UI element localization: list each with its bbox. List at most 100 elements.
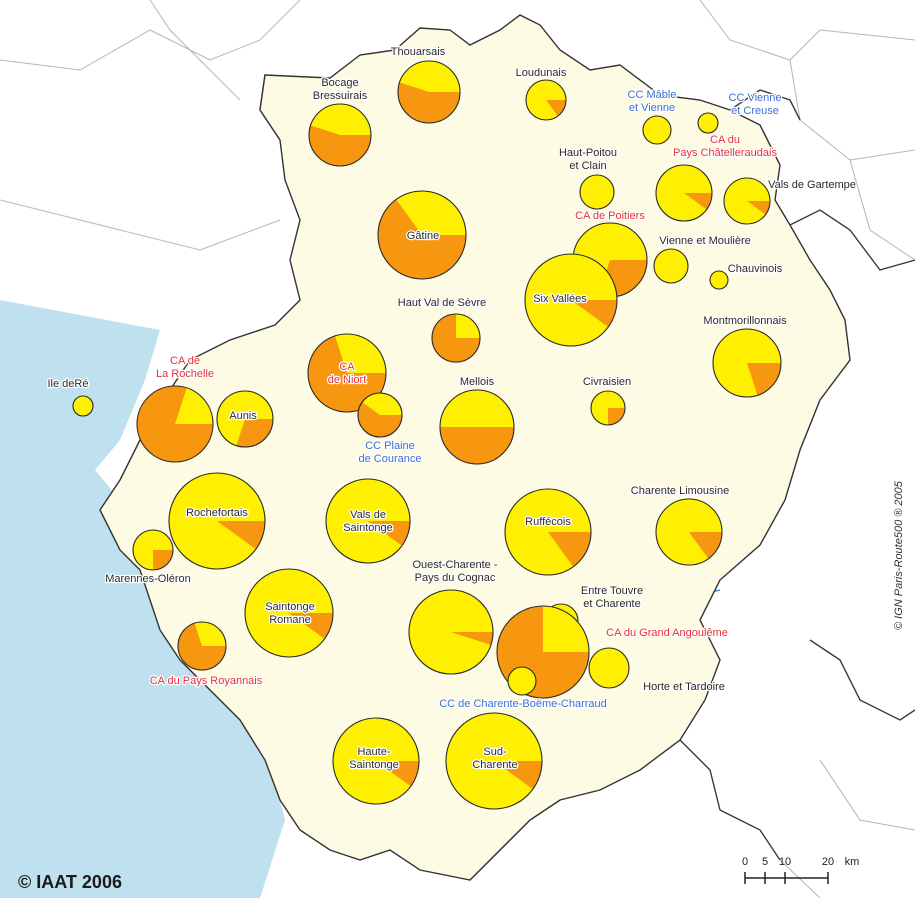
label-line: et Clain: [569, 160, 606, 172]
label-six-vallees: Six Vallées: [533, 293, 587, 305]
pie-cc-plaine-de-courance: [357, 392, 403, 438]
pie-outline: [439, 389, 515, 465]
pie-part-slice: [376, 761, 419, 787]
label-line: Haut Val de Sèvre: [398, 297, 486, 309]
pie-outline: [307, 333, 387, 413]
label-line: Vals de: [350, 509, 386, 521]
label-line: CA du Pays Royannais: [150, 675, 263, 687]
label-line: Sud-: [483, 746, 507, 758]
pie-layer: [72, 60, 782, 810]
label-loudunais: Loudunais: [516, 67, 567, 79]
pie-part-slice: [684, 193, 712, 210]
pie-ca-de-niort: [307, 333, 387, 413]
pie-ile-de-re: [72, 395, 94, 417]
pie-haute-saintonge: [332, 717, 420, 805]
pie-outline: [216, 390, 274, 448]
label-line: Gâtine: [407, 230, 439, 242]
label-line: CC Mâble: [628, 89, 677, 101]
label-line: Saintonge: [343, 522, 393, 534]
pie-main-slice: [589, 648, 629, 688]
pie-vals-de-saintonge: [325, 478, 411, 564]
pie-horte-et-tardoire: [588, 647, 630, 689]
pie-outline: [504, 488, 592, 576]
scale-tick-label: 20: [822, 856, 834, 868]
label-thouarsais: Thouarsais: [391, 46, 446, 58]
pie-part-slice: [747, 201, 770, 215]
label-line: Charente Limousine: [631, 485, 729, 497]
label-ca-grand-angouleme: CA du Grand Angoulême: [606, 627, 728, 639]
pie-cc-charente-boeme-charraud: [507, 666, 537, 696]
label-line: Ile deRé: [48, 378, 89, 390]
label-line: Six Vallées: [533, 293, 587, 305]
label-line: Romane: [269, 614, 311, 626]
pie-charente-limousine: [655, 498, 723, 566]
pie-main-slice: [698, 113, 718, 133]
label-line: CA du Grand Angoulême: [606, 627, 728, 639]
pie-ruffecois: [504, 488, 592, 576]
pie-marennes-oleron: [132, 529, 174, 571]
label-line: Civraisien: [583, 376, 631, 388]
pie-part-slice: [309, 125, 371, 167]
pie-outline: [579, 174, 615, 210]
pie-bocage-bressuirais: [308, 103, 372, 167]
pie-part-slice: [307, 335, 386, 413]
label-rochefortais: Rochefortais: [186, 507, 248, 519]
label-ile-de-re: Ile deRé: [48, 378, 89, 390]
pie-sud-charente: [445, 712, 543, 810]
credit-text: © IAAT 2006: [18, 872, 122, 892]
label-line: Ruffécois: [525, 516, 571, 528]
label-chauvinois: Chauvinois: [728, 263, 783, 275]
label-line: CC de Charente-Boëme-Charraud: [439, 698, 607, 710]
label-line: Saintonge: [349, 759, 399, 771]
label-line: Loudunais: [516, 67, 567, 79]
label-line: Haut-Poitou: [559, 147, 617, 159]
pie-part-slice: [608, 408, 625, 425]
label-line: Thouarsais: [391, 46, 446, 58]
pie-outline: [588, 647, 630, 689]
label-haute-saintonge: Haute-Saintonge: [349, 746, 399, 771]
pie-main-slice: [580, 175, 614, 209]
pie-outline: [723, 177, 771, 225]
pie-aunis: [216, 390, 274, 448]
label-line: Montmorillonnais: [703, 315, 787, 327]
pie-outline: [168, 472, 266, 570]
pie-outline: [377, 190, 467, 280]
pie-outline: [655, 498, 723, 566]
label-line: CA du: [710, 134, 740, 146]
pie-part-slice: [689, 532, 722, 559]
pie-rochefortais: [168, 472, 266, 570]
label-line: de Courance: [359, 453, 422, 465]
pie-outline: [136, 385, 214, 463]
label-line: Entre Touvre: [581, 585, 643, 597]
pie-outline: [332, 717, 420, 805]
pie-haut-poitou-et-clain: [579, 174, 615, 210]
pie-outline: [590, 390, 626, 426]
sea: [0, 300, 285, 898]
label-line: Charente: [472, 759, 517, 771]
label-marennes-oleron: Marennes-Oléron: [105, 573, 191, 585]
pie-part-slice: [494, 761, 542, 790]
pie-main-slice: [654, 249, 688, 283]
label-line: CC Vienne: [729, 92, 782, 104]
label-line: et Vienne: [629, 102, 675, 114]
label-cc-charente-boeme-charraud: CC de Charente-Boëme-Charraud: [439, 698, 607, 710]
label-ruffecois: Ruffécois: [525, 516, 571, 528]
label-sud-charente: Sud-Charente: [472, 746, 517, 771]
label-line: Saintonge: [265, 601, 315, 613]
label-line: La Rochelle: [156, 368, 214, 380]
label-line: Aunis: [229, 410, 257, 422]
source-text: © IGN Paris-Route500 ® 2005: [893, 480, 905, 630]
label-line: CC Plaine: [365, 440, 415, 452]
pie-part-slice: [546, 100, 566, 117]
pie-outline: [524, 253, 618, 347]
pie-thouarsais: [397, 60, 461, 124]
scale-tick-label: 10: [779, 856, 791, 868]
pie-ca-pays-chatelleraudais: [655, 164, 713, 222]
label-vienne-et-mouliere: Vienne et Moulière: [659, 235, 751, 247]
pie-outline: [697, 112, 719, 134]
